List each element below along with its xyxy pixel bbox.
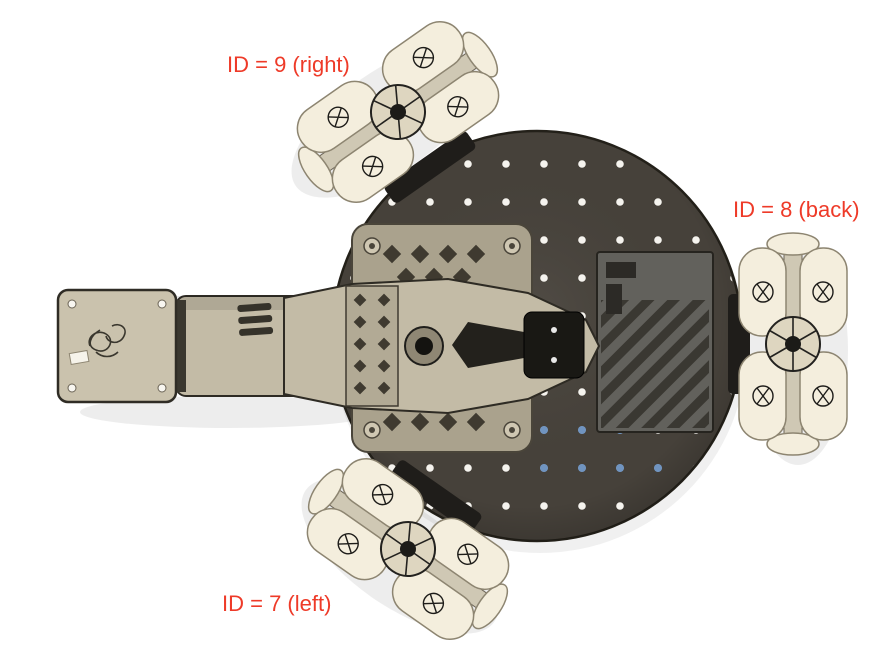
- label-wheel-back: ID = 8 (back): [733, 197, 860, 222]
- arm-end-plate: [56, 288, 178, 404]
- label-wheel-left: ID = 7 (left): [222, 591, 332, 616]
- mount-plate-screws: [363, 237, 521, 439]
- perforated-bracket: [345, 285, 399, 407]
- logo-engraving: [88, 323, 126, 358]
- gripper-block: [523, 311, 585, 379]
- arm-housing: [283, 277, 601, 415]
- label-wheel-right: ID = 9 (right): [227, 52, 350, 77]
- vent-box: [596, 251, 714, 433]
- robot-arm: [56, 223, 601, 453]
